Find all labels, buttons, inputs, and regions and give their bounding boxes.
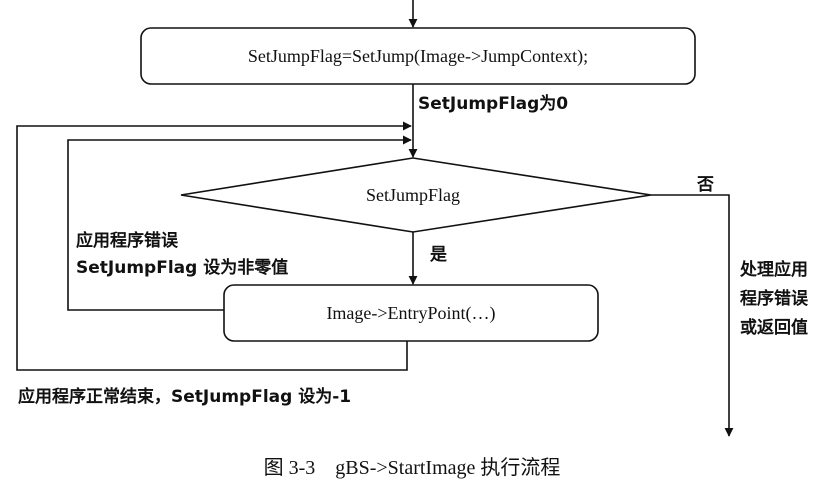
figure-caption: 图 3-3 gBS->StartImage 执行流程 (264, 456, 561, 479)
normal-end-label: 应用程序正常结束，SetJumpFlag 设为-1 (18, 386, 351, 407)
setjump-box (140, 27, 696, 85)
no-branch-line (651, 194, 734, 437)
flag-zero-label: SetJumpFlag为0 (418, 93, 568, 114)
no-label: 否 (696, 175, 714, 195)
app-error-line-2: SetJumpFlag 设为非零值 (76, 257, 288, 278)
entry-point-box (223, 284, 599, 342)
yes-label: 是 (430, 245, 447, 265)
handle-error-line-1: 处理应用 (739, 259, 808, 280)
app-error-line-1: 应用程序错误 (76, 230, 179, 251)
normal-end-loop-line (16, 121, 412, 371)
error-loop-line (67, 135, 412, 311)
entry-point-label: Image->EntryPoint(…) (326, 303, 495, 324)
setjump-box-label: SetJumpFlag=SetJump(Image->JumpContext); (248, 46, 588, 67)
handle-error-line-3: 或返回值 (740, 317, 808, 338)
decision-label: SetJumpFlag (366, 185, 460, 205)
handle-error-line-2: 程序错误 (740, 288, 809, 309)
